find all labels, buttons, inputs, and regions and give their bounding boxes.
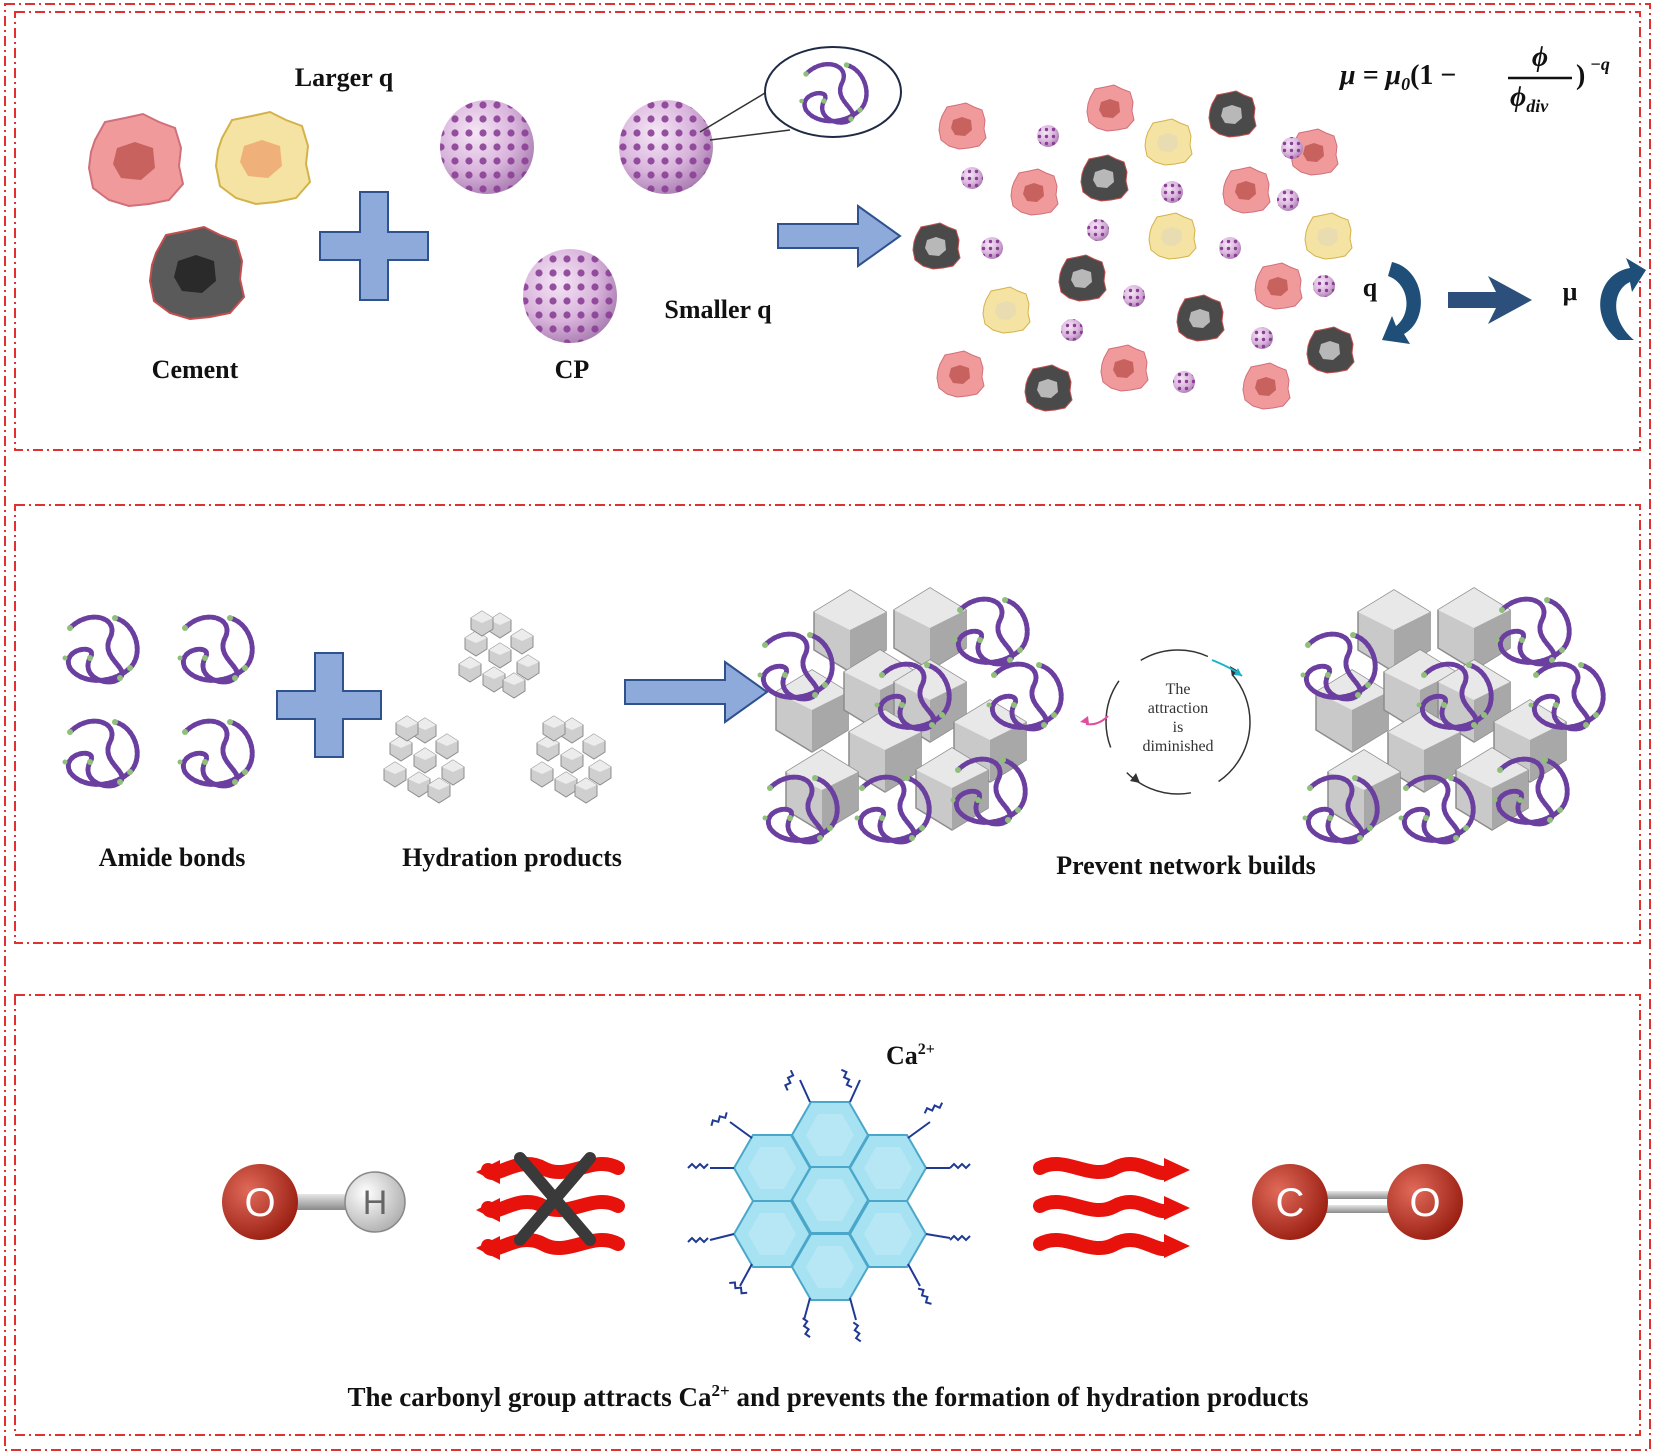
arrow-right-icon bbox=[777, 204, 902, 268]
amide-polymer-4 bbox=[178, 719, 253, 786]
cp-sphere-large-2 bbox=[619, 100, 713, 194]
plus-icon bbox=[319, 191, 429, 301]
svg-text:ϕ: ϕ bbox=[1532, 42, 1548, 73]
attraction-waves-icon bbox=[1033, 1156, 1190, 1258]
calcium-ion-label: Ca2+ bbox=[886, 1041, 935, 1070]
svg-text:O: O bbox=[1409, 1181, 1440, 1225]
arrow-right-icon-2 bbox=[624, 660, 769, 724]
svg-text:−q: −q bbox=[1590, 54, 1610, 74]
panel1-frame bbox=[14, 11, 1641, 451]
svg-text:ϕdiv: ϕdiv bbox=[1510, 82, 1549, 116]
double-bond-top bbox=[1290, 1191, 1430, 1199]
hydration-cluster-2 bbox=[384, 716, 464, 803]
svg-text:): ) bbox=[1576, 60, 1585, 91]
larger-q-label: Larger q bbox=[295, 63, 394, 92]
viscosity-formula: μ = μ0(1 − ϕ ϕdiv ) −q bbox=[1338, 42, 1610, 116]
crystal-network-left bbox=[758, 587, 1062, 842]
svg-text:H: H bbox=[363, 1184, 388, 1222]
prevent-network-label: Prevent network builds bbox=[1056, 851, 1316, 880]
crystal-network-right bbox=[1301, 587, 1604, 842]
carbon-atom bbox=[1252, 1164, 1328, 1240]
amide-polymer-3 bbox=[63, 719, 138, 786]
implies-arrow-icon bbox=[1448, 276, 1532, 324]
cp-label: CP bbox=[555, 355, 590, 384]
svg-text:μ = μ0(1 −: μ = μ0(1 − bbox=[1338, 60, 1456, 94]
cement-particle-dark bbox=[149, 226, 245, 320]
svg-text:The: The bbox=[1166, 681, 1191, 698]
panel2-frame bbox=[14, 504, 1641, 944]
svg-text:is: is bbox=[1173, 719, 1184, 736]
panel2: The attraction is diminished Amide bonds bbox=[63, 587, 1604, 880]
q-label: q bbox=[1363, 273, 1378, 302]
oxygen-atom-2 bbox=[1387, 1164, 1463, 1240]
svg-text:attraction: attraction bbox=[1148, 700, 1208, 717]
attraction-cycle: The attraction is diminished bbox=[1080, 649, 1251, 795]
hydration-cluster-1 bbox=[459, 611, 539, 698]
hydration-products-label: Hydration products bbox=[402, 843, 622, 872]
amide-polymer-1 bbox=[63, 615, 138, 682]
carbonyl-molecule: C O bbox=[1252, 1164, 1463, 1240]
curved-arrow-mu-icon bbox=[1600, 258, 1646, 340]
hydroxyl-molecule: O H bbox=[222, 1164, 406, 1240]
cement-particle-pink bbox=[88, 113, 184, 207]
panel3-frame bbox=[14, 994, 1641, 1436]
panel3-caption: The carbonyl group attracts Ca2+ and pre… bbox=[348, 1381, 1309, 1412]
amide-polymer-2 bbox=[178, 615, 253, 682]
svg-text:O: O bbox=[244, 1181, 275, 1225]
hydration-cluster-3 bbox=[531, 716, 611, 803]
cp-sphere-large-3 bbox=[523, 249, 617, 343]
double-bond-bottom bbox=[1290, 1205, 1430, 1213]
curved-arrow-q-icon bbox=[1382, 262, 1421, 344]
svg-text:diminished: diminished bbox=[1142, 738, 1213, 755]
oxygen-atom bbox=[222, 1164, 298, 1240]
blocked-waves-icon bbox=[476, 1152, 625, 1260]
outer-frame bbox=[4, 3, 1651, 1451]
panel1: Larger q Smaller q Cement CP bbox=[88, 42, 1646, 412]
mu-label: μ bbox=[1563, 277, 1578, 306]
svg-text:C: C bbox=[1276, 1181, 1305, 1225]
cement-particle-yellow bbox=[215, 111, 311, 205]
plus-icon-2 bbox=[276, 652, 382, 758]
calcium-hexagon-cluster: Ca2+ bbox=[687, 1041, 971, 1344]
dispersion-cloud bbox=[912, 84, 1355, 412]
smaller-q-label: Smaller q bbox=[664, 295, 772, 324]
cement-label: Cement bbox=[152, 355, 239, 384]
panel3: O H bbox=[222, 1041, 1463, 1412]
zoom-callout bbox=[699, 46, 902, 141]
hydrogen-atom bbox=[344, 1171, 406, 1233]
cp-sphere-large-1 bbox=[440, 100, 534, 194]
amide-bonds-label: Amide bonds bbox=[99, 843, 246, 872]
